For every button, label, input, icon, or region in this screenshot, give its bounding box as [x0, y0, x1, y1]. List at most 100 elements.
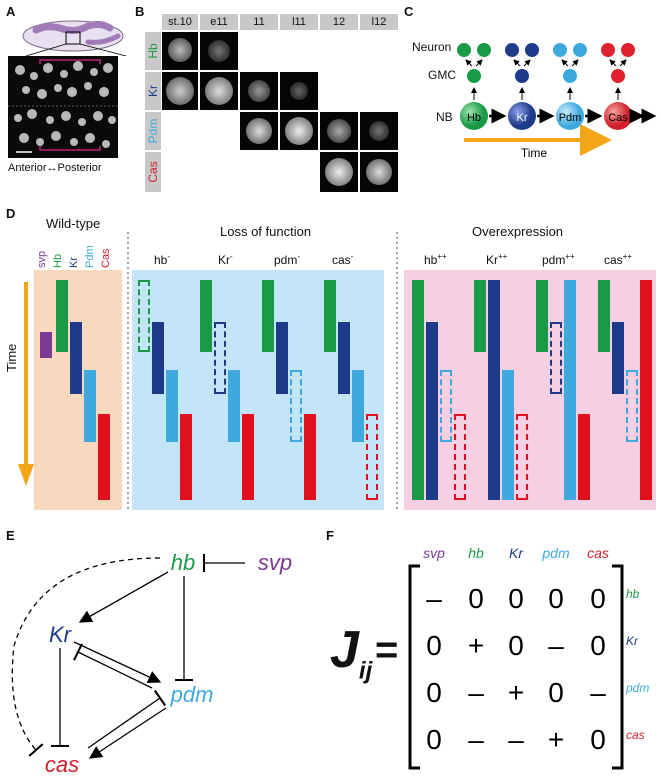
oe-kr-label: Kr++ [486, 252, 508, 267]
node-hb: hb [171, 550, 195, 575]
edge-hb-kr [78, 571, 169, 623]
oe-pdm-cas-bar [578, 414, 590, 500]
oe-cas-hb-bar [598, 280, 610, 352]
nb-hb-label: Hb [467, 112, 481, 124]
matrix-cell: 0 [590, 724, 606, 755]
micrograph-pdm-l11 [280, 112, 318, 150]
lof-pdm-missing-pdm [290, 370, 302, 442]
lof-hb-missing-hb [138, 280, 150, 352]
panel-label-b: B [135, 4, 145, 19]
matrix-cell: 0 [426, 630, 442, 661]
matrix-cell: 0 [426, 677, 442, 708]
lof-cas-missing-cas [366, 414, 378, 500]
oe-pdm-label: pdm++ [542, 252, 575, 267]
lof-pdm-hb-bar [262, 280, 274, 352]
column-header-l11: l11 [280, 14, 318, 30]
matrix-cell: – [426, 583, 442, 614]
panel-label-e: E [6, 528, 15, 543]
divider-2 [396, 232, 398, 512]
wt-svp-bar [40, 332, 52, 358]
matrix-cell: 0 [548, 583, 564, 614]
panel-label-d: D [6, 206, 16, 221]
right-bracket [612, 564, 624, 770]
matrix-cell: 0 [548, 677, 564, 708]
micrograph-cas-l12 [360, 152, 398, 192]
edge-pdm-kr [73, 643, 153, 689]
edge-kr-pdm [73, 641, 162, 683]
gmc-label: GMC [428, 68, 456, 82]
matrix-cell: – [590, 677, 606, 708]
node-cas: cas [45, 752, 79, 777]
matrix-row-header-pdm: pdm [625, 681, 649, 695]
loss-of-function-title: Loss of function [220, 224, 312, 239]
matrix-cell: – [508, 724, 524, 755]
row-label-cas: Cas [145, 152, 161, 192]
oe-hb-kr-bar [426, 322, 438, 500]
nb-kr-label: Kr [517, 112, 528, 124]
gene-label-kr: Kr [68, 257, 80, 268]
oe-hb-label: hb++ [424, 252, 447, 267]
lof-kr-missing-kr [214, 322, 226, 394]
micrograph-pdm-12 [320, 112, 358, 150]
matrix-cell: 0 [468, 583, 484, 614]
micrograph-cas-12 [320, 152, 358, 192]
oe-cas-label: cas++ [604, 252, 633, 267]
lof-pdm-label: pdm- [274, 252, 301, 267]
micrograph-kr-st10 [162, 72, 198, 110]
column-header-l12: l12 [360, 14, 398, 30]
micrograph-kr-e11 [200, 72, 238, 110]
micrograph-hb-e11 [200, 32, 238, 70]
regulatory-network: hb svp Kr pdm cas [11, 550, 292, 777]
micrograph-hb-st10 [162, 32, 198, 70]
oe-pdm-pdm-bar [564, 280, 576, 500]
lof-cas-kr-bar [338, 322, 350, 394]
oe-cas-missing-pdm [626, 370, 638, 442]
neuron-label: Neuron [412, 40, 452, 54]
oe-kr-missing-cas [516, 414, 528, 500]
oe-hb-missing-cas [454, 414, 466, 500]
matrix-cell: 0 [426, 724, 442, 755]
lof-cas-pdm-bar [352, 370, 364, 442]
panel-a-brackets [39, 59, 101, 151]
micrograph-kr-l11 [280, 72, 318, 110]
lof-pdm-cas-bar [304, 414, 316, 500]
lof-cas-label: cas- [332, 252, 354, 267]
matrix-cell: – [468, 677, 484, 708]
nb-label: NB [436, 110, 453, 124]
panel-label-c: C [404, 4, 414, 19]
matrix-cell: – [548, 630, 564, 661]
row-label-kr: Kr [145, 72, 161, 110]
embryo-schematic [22, 20, 127, 56]
anterior-posterior-label: Anterior↔Posterior [8, 162, 102, 174]
nb-cas-label: Cas [608, 112, 628, 124]
lof-hb-label: hb- [154, 252, 171, 267]
matrix-cell: + [468, 630, 484, 661]
gene-label-cas: Cas [100, 248, 112, 268]
lof-kr-pdm-bar [228, 370, 240, 442]
edge-pdm-cas [88, 707, 167, 759]
oe-kr-hb-bar [474, 280, 486, 352]
micrograph-pdm-l12 [360, 112, 398, 150]
panel-label-a: A [6, 4, 16, 19]
column-header-st10: st.10 [162, 14, 198, 30]
overexpression-title: Overexpression [472, 224, 564, 239]
matrix-cell: 0 [508, 630, 524, 661]
node-kr: Kr [49, 622, 73, 647]
column-header-12: 12 [320, 14, 358, 30]
gene-label-svp: svp [36, 250, 48, 268]
lineage-diagram: Hb Kr Pdm Cas Time [457, 43, 657, 160]
wt-pdm-bar [84, 370, 96, 442]
lof-hb-kr-bar [152, 322, 164, 394]
gene-label-pdm: Pdm [84, 245, 96, 268]
neuroblast-row [460, 102, 632, 130]
time-label: Time [521, 146, 548, 160]
lof-hb-pdm-bar [166, 370, 178, 442]
edge-hb-cas [11, 557, 161, 757]
matrix-cell: + [508, 677, 524, 708]
oe-hb-hb-bar [412, 280, 424, 500]
embryo-micrograph [8, 56, 118, 158]
column-header-11: 11 [240, 14, 278, 30]
equals-sign: = [375, 628, 399, 672]
node-pdm: pdm [170, 682, 214, 707]
